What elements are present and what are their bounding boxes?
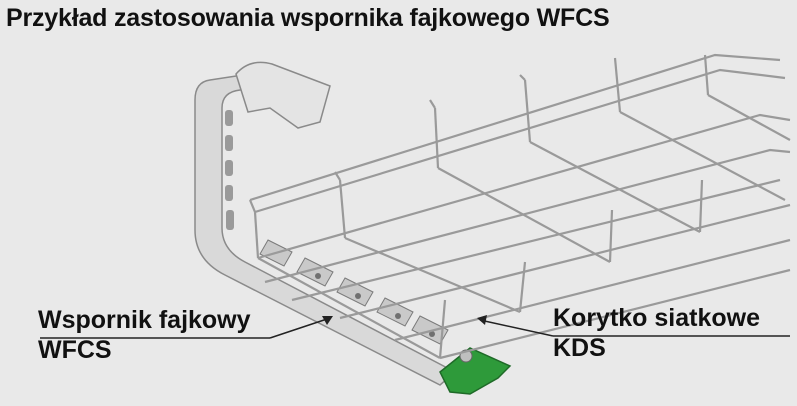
label-tray-name: Korytko siatkowe — [553, 304, 761, 332]
page-title: Przykład zastosowania wspornika fajkoweg… — [6, 4, 610, 32]
label-support: Wspornik fajkowy WFCS — [38, 305, 251, 365]
label-tray-code: KDS — [553, 334, 606, 362]
green-end-clip — [439, 347, 512, 395]
wire-mesh-tray — [248, 53, 791, 360]
leader-lines — [40, 315, 790, 339]
label-support-name: Wspornik fajkowy — [38, 306, 251, 334]
label-support-code: WFCS — [38, 336, 112, 364]
label-tray: Korytko siatkowe KDS — [553, 303, 760, 363]
